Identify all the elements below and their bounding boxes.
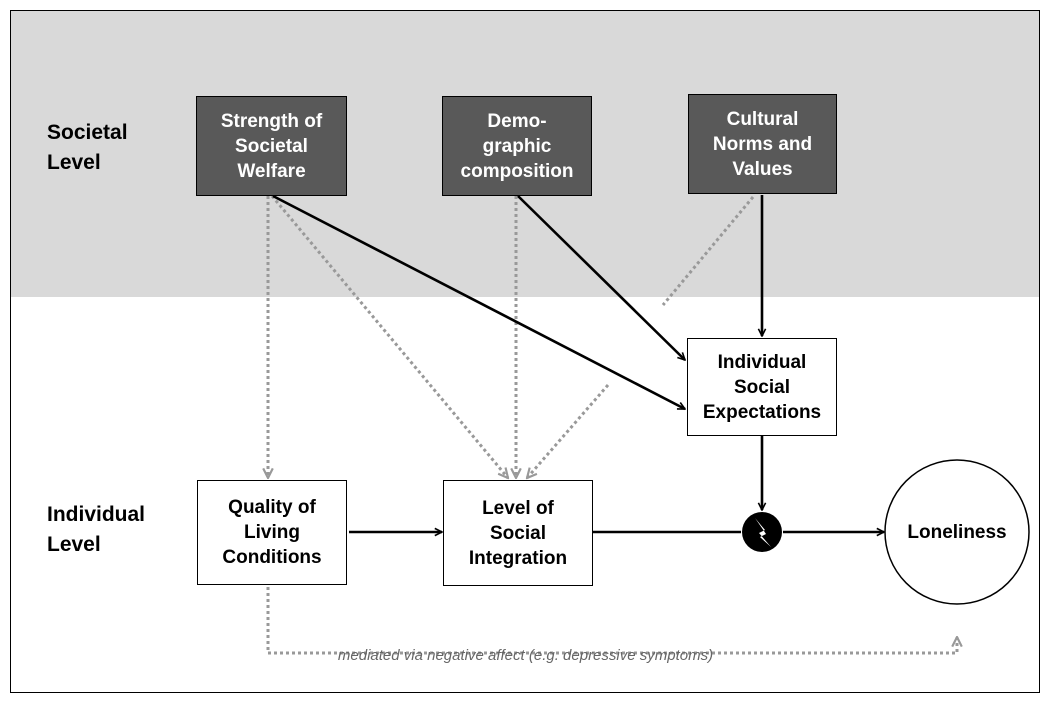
interaction-node <box>742 512 782 552</box>
individual-level-label: Individual Level <box>47 503 146 556</box>
arrow-to-integration-from-right <box>527 384 610 478</box>
lightning-bolt-icon <box>755 518 771 547</box>
box-demographic-composition: Demo- graphic composition <box>442 96 592 196</box>
box-cultural-norms-and-values: Cultural Norms and Values <box>688 94 837 194</box>
box-individual-social-expectations: Individual Social Expectations <box>687 338 837 436</box>
loneliness-label: Loneliness <box>907 521 1007 543</box>
dotted-cultural-to-expectations <box>661 196 755 306</box>
box-strength-of-societal-welfare: Strength of Societal Welfare <box>196 96 347 196</box>
arrow-demographic-to-expectations <box>517 195 685 360</box>
loneliness-circle <box>884 459 1030 605</box>
arrow-living-to-loneliness-mediated <box>266 587 957 655</box>
mediation-footnote: mediated via negative affect (e.g. depre… <box>337 647 714 664</box>
arrow-welfare-to-expectations <box>272 194 685 411</box>
box-quality-of-living-conditions: Quality of Living Conditions <box>197 480 347 585</box>
societal-level-label: Societal Level <box>47 121 128 174</box>
box-level-of-social-integration: Level of Social Integration <box>443 480 593 586</box>
arrow-welfare-to-integration <box>270 195 508 478</box>
